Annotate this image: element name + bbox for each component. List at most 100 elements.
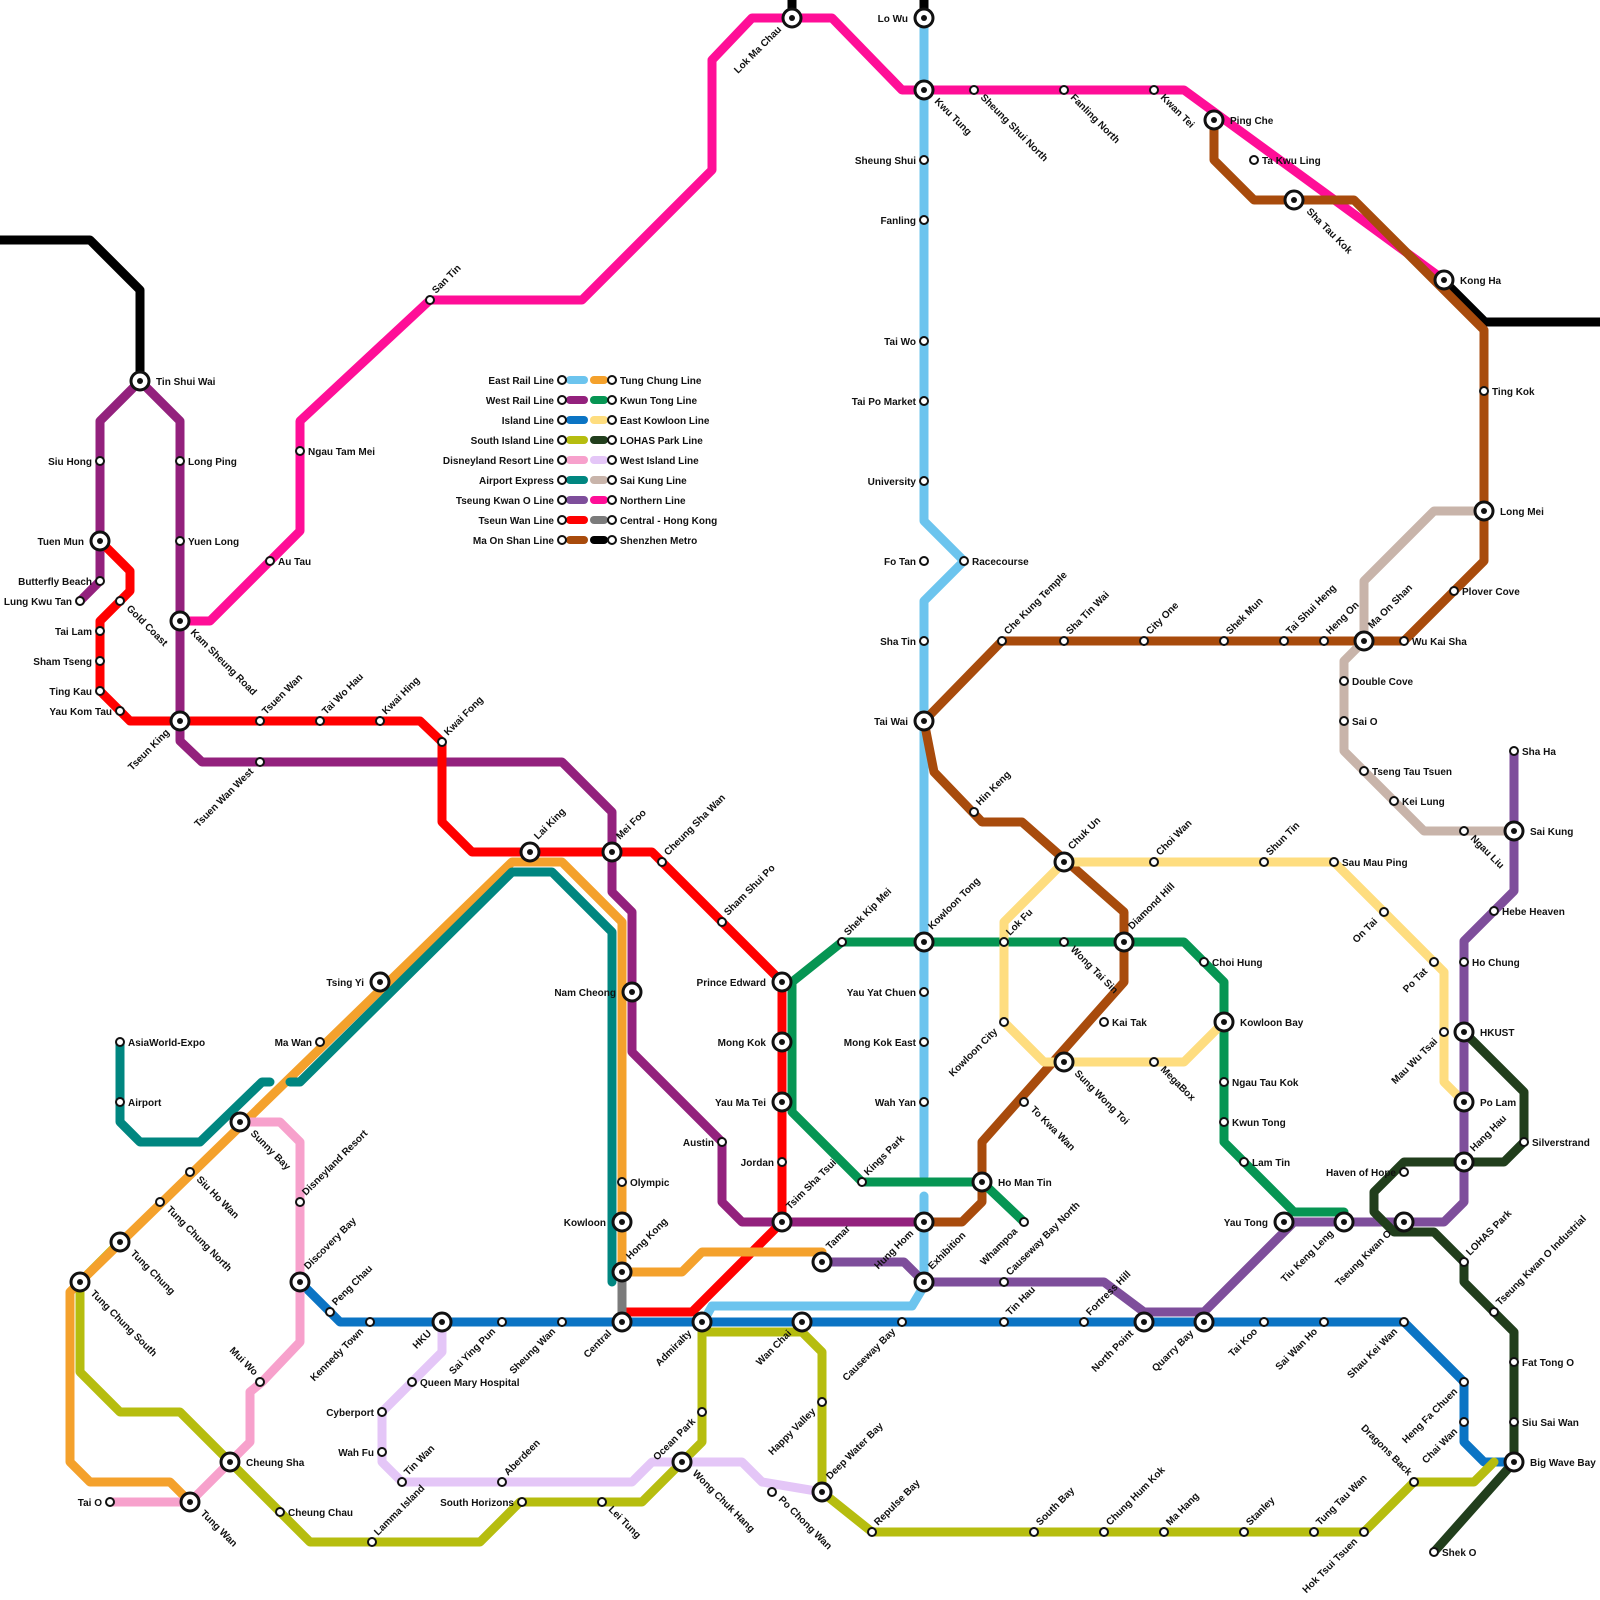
station-ping-che[interactable]: Ping Che [1205,111,1274,129]
station-cheung-chau[interactable]: Cheung Chau [276,1508,353,1519]
station-tuen-mun[interactable]: Tuen Mun [38,532,109,550]
station-tung-wan[interactable]: Tung Wan [181,1493,239,1550]
interchange-marker-dot [227,1459,233,1465]
station-wong-tai-sin[interactable]: Wong Tai Sin [1060,938,1120,996]
station-silverstrand[interactable]: Silverstrand [1520,1138,1590,1149]
station-cheung-sha[interactable]: Cheung Sha [221,1453,305,1471]
station-che-kung-temple[interactable]: Che Kung Temple [998,569,1070,645]
station-on-tai[interactable]: On Tai [1351,908,1388,946]
station-ho-chung[interactable]: Ho Chung [1460,958,1520,969]
station-tung-chung[interactable]: Tung Chung [111,1233,177,1297]
station-kowloon[interactable]: Kowloon [564,1213,631,1231]
station-yau-yat-chuen[interactable]: Yau Yat Chuen [847,988,928,999]
station-tsing-yi[interactable]: Tsing Yi [326,973,389,991]
station-queen-mary-hospital[interactable]: Queen Mary Hospital [408,1378,520,1389]
station-peng-chau[interactable]: Peng Chau [326,1263,375,1316]
station-double-cove[interactable]: Double Cove [1340,677,1414,688]
station-tseung-kwan-o-industrial[interactable]: Tseung Kwan O Industrial [1490,1213,1589,1316]
station-sham-shui-po[interactable]: Sham Shui Po [718,863,778,926]
station-ting-kau[interactable]: Ting Kau [49,687,104,698]
station-happy-valley[interactable]: Happy Valley [767,1398,826,1458]
stop-marker [1460,958,1468,966]
station-chung-hum-kok[interactable]: Chung Hum Kok [1100,1465,1168,1536]
station-yuen-long[interactable]: Yuen Long [176,537,239,548]
station-hin-keng[interactable]: Hin Keng [970,769,1013,816]
station-po-tat[interactable]: Po Tat [1401,958,1438,995]
station-mau-wu-tsai[interactable]: Mau Wu Tsai [1390,1028,1448,1087]
station-kennedy-town[interactable]: Kennedy Town [309,1318,374,1384]
station-mui-wo[interactable]: Mui Wo [227,1345,264,1386]
station-racecourse[interactable]: Racecourse [960,557,1029,568]
station-repulse-bay[interactable]: Repulse Bay [868,1478,923,1536]
station-hkust[interactable]: HKUST [1455,1023,1514,1041]
station-cheung-sha-wan[interactable]: Cheung Sha Wan [658,792,728,866]
station-haven-of-hope[interactable]: Haven of Hope [1326,1168,1408,1179]
stop-marker [920,637,928,645]
station-siu-sai-wan[interactable]: Siu Sai Wan [1510,1418,1579,1429]
interchange-marker-dot [527,849,533,855]
station-shau-kei-wan[interactable]: Shau Kei Wan [1345,1318,1408,1381]
station-mong-kok[interactable]: Mong Kok [718,1033,791,1051]
station-fanling-north[interactable]: Fanling North [1060,86,1122,146]
station-mong-kok-east[interactable]: Mong Kok East [844,1038,928,1049]
station-lung-kwu-tan[interactable]: Lung Kwu Tan [4,597,84,608]
station-big-wave-bay[interactable]: Big Wave Bay [1505,1453,1596,1471]
station-ngau-tau-kok[interactable]: Ngau Tau Kok [1220,1078,1299,1089]
station-shek-kip-mei[interactable]: Shek Kip Mei [838,886,894,946]
station-sham-tseng[interactable]: Sham Tseng [33,657,104,668]
station-long-mei[interactable]: Long Mei [1475,502,1544,520]
station-kwun-tong[interactable]: Kwun Tong [1220,1118,1286,1129]
station-fat-tong-o[interactable]: Fat Tong O [1510,1358,1574,1369]
station-tai-po-market[interactable]: Tai Po Market [852,397,928,408]
station-kowloon-city[interactable]: Kowloon City [947,1018,1008,1079]
station-fo-tan[interactable]: Fo Tan [884,557,928,568]
station-asiaworld-expo[interactable]: AsiaWorld-Expo [116,1038,205,1049]
station-ngau-tam-mei[interactable]: Ngau Tam Mei [296,447,375,458]
station-causeway-bay[interactable]: Causeway Bay [841,1318,906,1384]
station-sheung-shui-north[interactable]: Sheung Shui North [970,86,1050,164]
station-south-horizons[interactable]: South Horizons [440,1498,526,1509]
station-lohas-park[interactable]: LOHAS Park [1460,1208,1514,1266]
station-kong-ha[interactable]: Kong Ha [1435,271,1502,289]
station-sai-kung[interactable]: Sai Kung [1505,822,1573,840]
station-ho-man-tin[interactable]: Ho Man Tin [973,1173,1052,1191]
station-lo-wu[interactable]: Lo Wu [878,9,933,27]
interchange-marker-dot [979,1179,985,1185]
station-disneyland-resort[interactable]: Disneyland Resort [296,1128,371,1206]
station-kai-tak[interactable]: Kai Tak [1100,1018,1147,1029]
station-label: Sunny Bay [248,1128,293,1173]
station-lamma-island[interactable]: Lamma Island [368,1483,427,1546]
station-ta-kwu-ling[interactable]: Ta Kwu Ling [1250,156,1321,167]
station-tin-shui-wai[interactable]: Tin Shui Wai [131,372,216,390]
station-prince-edward[interactable]: Prince Edward [697,973,791,991]
station-yau-ma-tei[interactable]: Yau Ma Tei [715,1093,791,1111]
station-hok-tsui-tsuen[interactable]: Hok Tsui Tsuen [1301,1528,1368,1596]
station-tseng-tau-tsuen[interactable]: Tseng Tau Tsuen [1360,767,1452,778]
station-tsuen-wan-west[interactable]: Tsuen Wan West [193,758,264,830]
station-sheung-wan[interactable]: Sheung Wan [508,1318,566,1377]
station-shek-o[interactable]: Shek O [1430,1548,1477,1559]
station-tai-o[interactable]: Tai O [78,1498,114,1509]
station-kowloon-bay[interactable]: Kowloon Bay [1215,1013,1304,1031]
station-au-tau[interactable]: Au Tau [266,557,311,568]
station-long-ping[interactable]: Long Ping [176,457,237,468]
interchange-marker-dot [77,1279,83,1285]
station-hebe-heaven[interactable]: Hebe Heaven [1490,907,1565,918]
station-university[interactable]: University [868,477,928,488]
station-sheung-shui[interactable]: Sheung Shui [855,156,928,167]
station-yau-tong[interactable]: Yau Tong [1224,1213,1293,1231]
station-po-lam[interactable]: Po Lam [1455,1093,1516,1111]
station-label: Prince Edward [697,978,766,989]
station-sau-mau-ping[interactable]: Sau Mau Ping [1330,858,1408,869]
station-tung-tau-wan[interactable]: Tung Tau Wan [1310,1473,1370,1536]
legend-marker-right [608,436,616,444]
station-nam-cheong[interactable]: Nam Cheong [554,983,641,1001]
legend-label-left: West Rail Line [486,396,555,407]
station-sai-ying-pun[interactable]: Sai Ying Pun [448,1318,506,1377]
station-butterfly-beach[interactable]: Butterfly Beach [18,577,104,588]
station-to-kwa-wan[interactable]: To Kwa Wan [1020,1098,1077,1153]
station-kwai-fong[interactable]: Kwai Fong [438,695,486,746]
station-tai-wai[interactable]: Tai Wai [874,712,933,730]
station-gold-coast[interactable]: Gold Coast [116,597,170,649]
station-cyberport[interactable]: Cyberport [326,1408,386,1419]
